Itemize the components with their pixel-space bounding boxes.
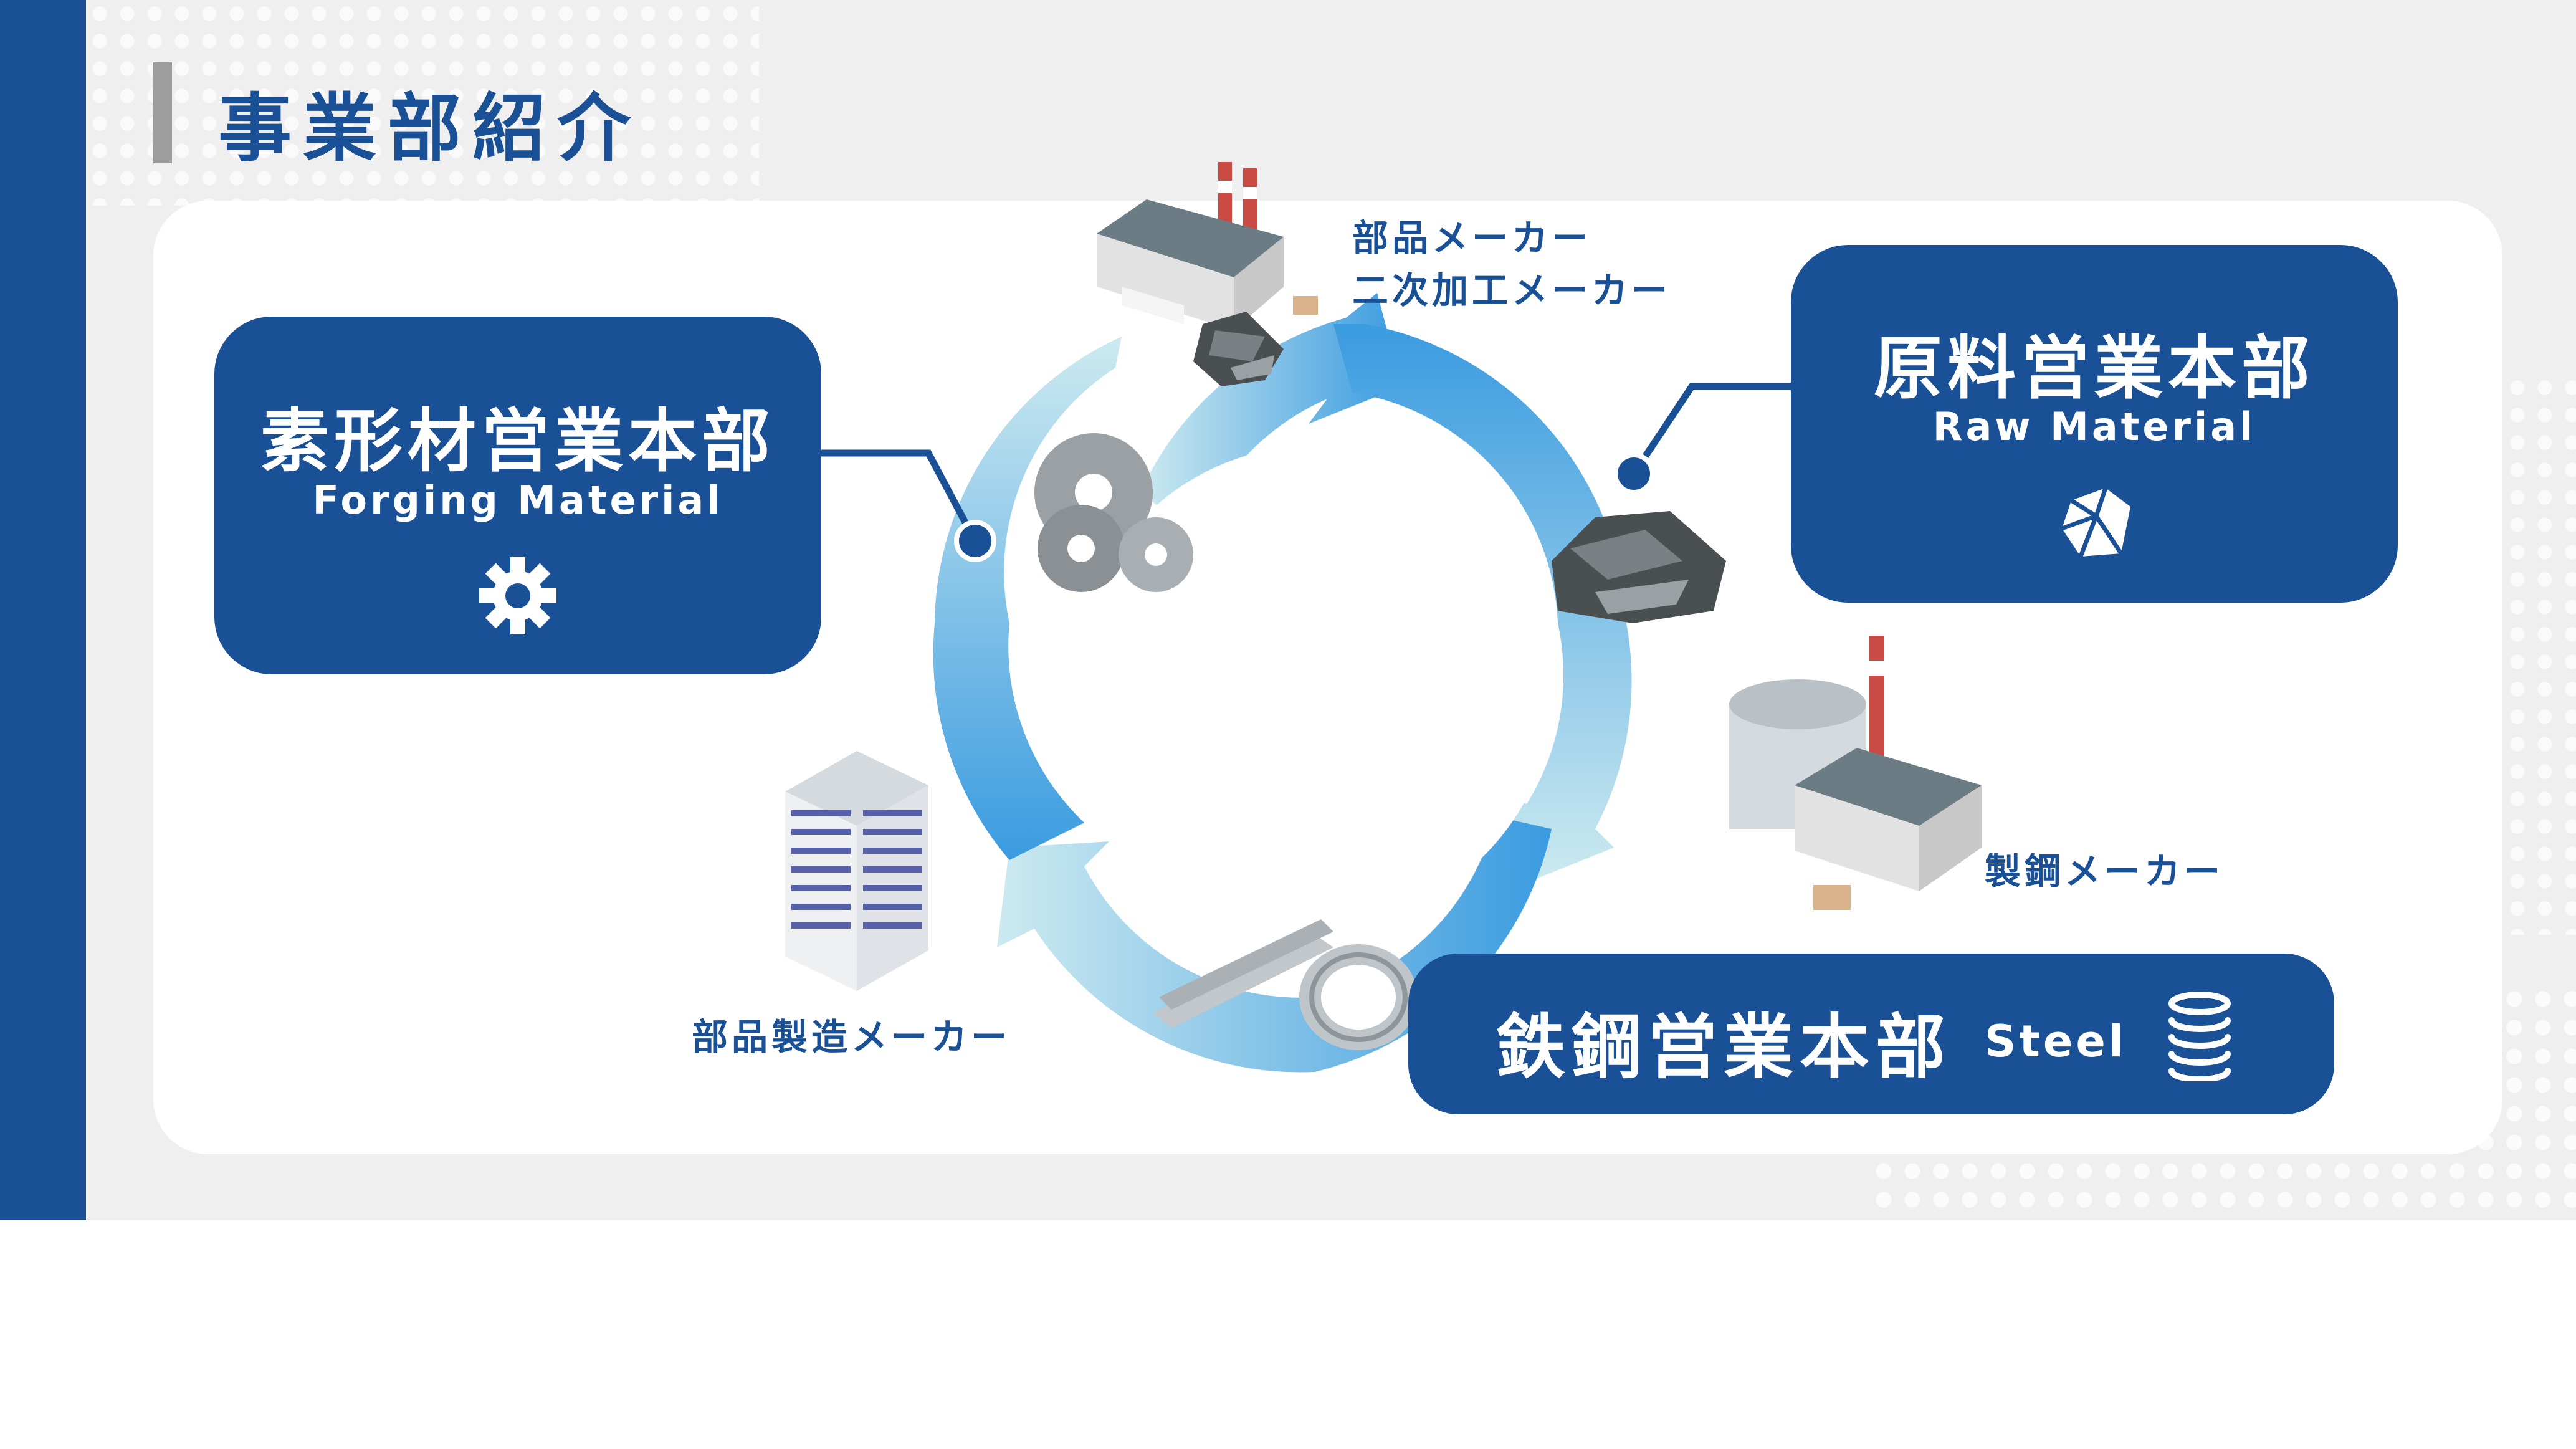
label-line: 部品メーカー xyxy=(1352,217,1592,259)
cycle-arrow-right xyxy=(1333,324,1632,885)
label-steel-maker: 製鋼メーカー xyxy=(1985,850,2225,892)
division-forging[interactable]: 素形材営業本部 Forging Material xyxy=(214,317,821,674)
slide: 事業部紹介 xyxy=(0,0,2576,1220)
ore-icon xyxy=(2061,487,2130,558)
label-parts-maker: 部品メーカー 二次加工メーカー xyxy=(1352,212,1671,317)
division-jp-title: 鉄鋼営業本部 xyxy=(1496,1007,1952,1088)
scrap-illustration xyxy=(1552,511,1726,623)
label-line: 二次加工メーカー xyxy=(1352,269,1672,312)
division-jp-title: 素形材営業本部 xyxy=(260,401,775,481)
cycle-center xyxy=(1075,446,1555,925)
label-component-maker: 部品製造メーカー xyxy=(692,1016,1011,1058)
gears-illustration xyxy=(1034,433,1193,592)
connector-raw xyxy=(1613,383,1791,495)
coil-icon xyxy=(2168,992,2231,1081)
office-building-illustration xyxy=(785,751,928,991)
left-accent-bar xyxy=(0,0,86,1220)
page-title: 事業部紹介 xyxy=(218,85,642,171)
steel-plant-illustration xyxy=(1729,636,1982,910)
division-en-title: Forging Material xyxy=(312,477,723,523)
dot-pattern xyxy=(86,0,759,206)
factory-illustration xyxy=(1097,162,1318,330)
title-accent-bar xyxy=(153,62,172,163)
steel-bars-illustration xyxy=(1153,919,1418,1050)
cycle-arrow-left xyxy=(933,337,1122,860)
gear-icon xyxy=(479,557,556,634)
scrap-illustration xyxy=(1193,312,1284,386)
division-raw[interactable]: 原料営業本部 Raw Material xyxy=(1791,245,2398,603)
division-en-title: Raw Material xyxy=(1932,404,2256,449)
connector-forging xyxy=(821,449,996,562)
division-jp-title: 原料営業本部 xyxy=(1874,328,2315,408)
division-en-title: Steel xyxy=(1985,1016,2127,1067)
division-steel[interactable]: 鉄鋼営業本部 Steel xyxy=(1408,954,2334,1114)
